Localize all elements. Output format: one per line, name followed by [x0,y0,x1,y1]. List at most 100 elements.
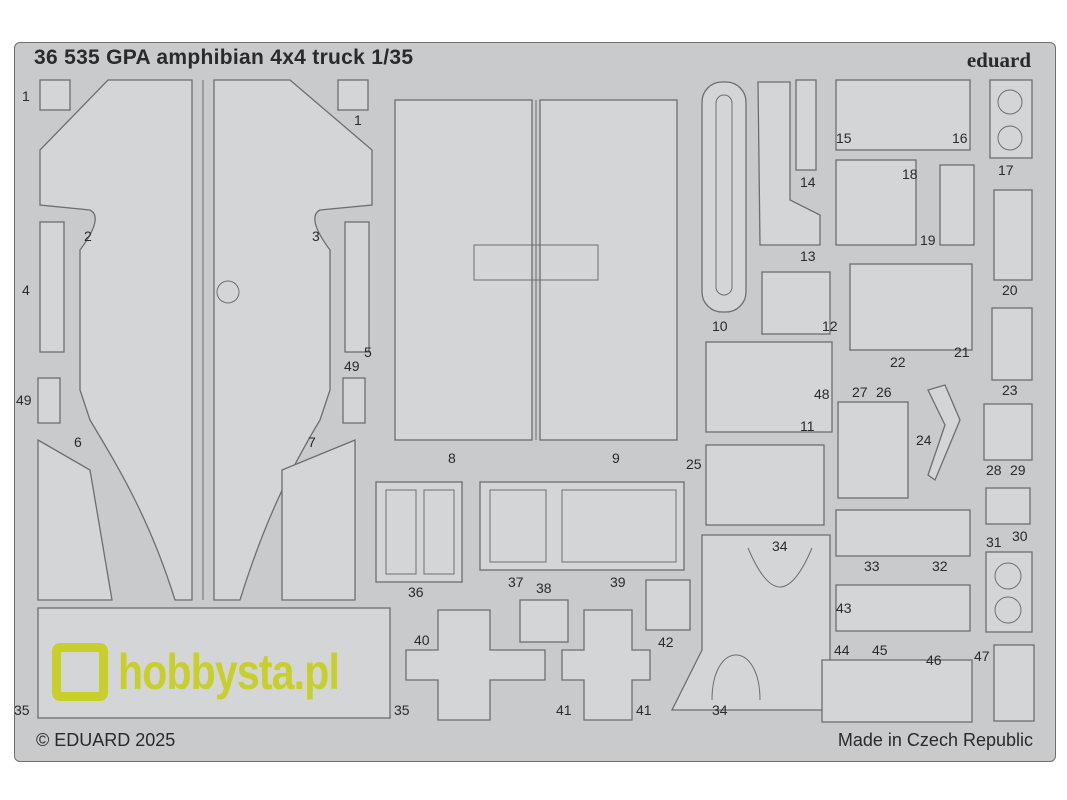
label-part-16: 16 [952,130,968,146]
part-49-right [342,377,366,424]
label-part-19: 19 [920,232,936,248]
part-44-46 [821,659,973,723]
label-part-34: 34 [712,702,728,718]
part-5 [344,221,370,353]
part-21-22 [849,263,973,351]
part-40 [405,609,546,721]
watermark-text: hobbysta.pl [118,644,340,700]
label-part-48: 48 [814,386,830,402]
part-6 [37,438,113,601]
label-part-35: 35 [394,702,410,718]
label-part-41: 41 [556,702,572,718]
part-1-right [337,79,369,111]
part-25 [705,444,825,526]
bracket-34-lower [711,654,761,701]
part-38 [519,599,569,643]
disc-17a [997,89,1023,115]
slot-10 [715,94,733,296]
part-37-39 [479,481,685,571]
label-part-39: 39 [610,574,626,590]
label-part-42: 42 [658,634,674,650]
label-part-46: 46 [926,652,942,668]
label-part-25: 25 [686,456,702,472]
label-part-44: 44 [834,642,850,658]
label-part-13: 13 [800,248,816,264]
label-part-15: 15 [836,130,852,146]
label-part-5: 5 [364,344,372,360]
label-part-2: 2 [84,228,92,244]
label-part-27: 27 [852,384,868,400]
part-30-discs [985,551,1033,633]
label-part-29: 29 [1010,462,1026,478]
label-part-36: 36 [408,584,424,600]
part-4 [39,221,65,353]
disc-center [216,280,240,304]
part-26-27 [837,401,909,499]
label-part-21: 21 [954,344,970,360]
label-part-8: 8 [448,450,456,466]
hobbysta-watermark: hobbysta.pl [52,632,388,712]
label-part-1: 1 [354,112,362,128]
label-part-22: 22 [890,354,906,370]
label-part-14: 14 [800,174,816,190]
label-part-18: 18 [902,166,918,182]
label-part-6: 6 [74,434,82,450]
label-part-47: 47 [974,648,990,664]
part-14 [795,79,817,171]
mesh-37 [489,489,547,563]
label-part-17: 17 [998,162,1014,178]
label-part-35: 35 [14,702,30,718]
label-part-7: 7 [308,434,316,450]
label-part-24: 24 [916,432,932,448]
label-part-10: 10 [712,318,728,334]
label-part-37: 37 [508,574,524,590]
part-30-31 [985,487,1031,525]
label-part-30: 30 [1012,528,1028,544]
bracket-34-upper [747,547,813,588]
part-43 [835,584,971,632]
part-34 [670,534,831,711]
part-15-16 [835,79,971,151]
label-part-1: 1 [22,88,30,104]
label-part-49: 49 [344,358,360,374]
label-part-34: 34 [772,538,788,554]
label-part-45: 45 [872,642,888,658]
part-24 [927,384,961,482]
part-42 [645,579,691,631]
mesh-39 [561,489,677,563]
part-8 [394,99,533,441]
sheet-title: 36 535 GPA amphibian 4x4 truck 1/35 [34,46,414,69]
part-9 [539,99,678,441]
part-41 [561,609,651,721]
label-part-31: 31 [986,534,1002,550]
part-36 [375,481,463,583]
label-part-12: 12 [822,318,838,334]
label-part-38: 38 [536,580,552,596]
mesh-36b [423,489,455,575]
label-part-40: 40 [414,632,430,648]
hobbysta-logo-icon [52,643,108,701]
part-10 [701,81,747,313]
disc-17b [997,125,1023,151]
label-part-26: 26 [876,384,892,400]
label-part-11: 11 [800,418,815,434]
part-13 [757,81,821,246]
part-7 [281,439,356,601]
part-23 [991,307,1033,381]
disc-30a [994,562,1022,590]
label-part-32: 32 [932,558,948,574]
part-11-48 [705,341,833,433]
part-12 [761,271,831,335]
label-part-9: 9 [612,450,620,466]
part-17 [989,79,1033,159]
copyright-text: © EDUARD 2025 [36,730,176,750]
part-32-33 [835,509,971,557]
label-part-49: 49 [16,392,32,408]
part-19 [939,164,975,246]
part-1-left [39,79,71,111]
hatch-strap [473,244,599,281]
part-28-29 [983,403,1033,461]
label-part-4: 4 [22,282,30,298]
part-18 [835,159,917,246]
